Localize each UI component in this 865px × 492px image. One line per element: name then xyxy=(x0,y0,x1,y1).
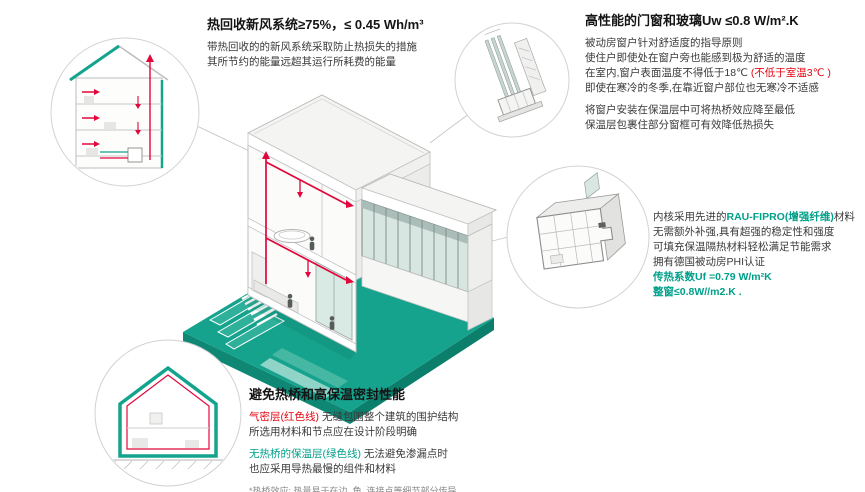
profile-line-4: 拥有德国被动房PHI认证 xyxy=(653,256,766,268)
ventilation-ducts xyxy=(262,151,354,284)
profile-line-2: 无需额外补强,具有超强的稳定性和强度 xyxy=(653,226,835,238)
profile-detail-circle xyxy=(506,165,650,309)
front-terraces xyxy=(260,348,348,398)
heat-exchanger-unit xyxy=(127,147,143,163)
profile-line-1a: 内核采用先进的 xyxy=(653,211,727,223)
profile-detail-drawing xyxy=(535,172,626,270)
hrv-detail-drawing xyxy=(69,44,169,169)
ground-slab xyxy=(247,286,357,353)
hrv-detail-circle xyxy=(50,37,200,187)
profile-line-1b-green: RAU-FIPRO(增强纤维) xyxy=(726,211,834,223)
glazing-detail-drawing xyxy=(484,28,547,123)
house-shadow xyxy=(242,295,356,360)
profile-line-3: 可填充保温隔热材料轻松满足节能需求 xyxy=(653,241,832,253)
thermal-line-1: 气密层(红色线) 无缝包围整个建筑的围护结构 xyxy=(249,410,458,425)
thermal-title: 避免热桥和高保温密封性能 xyxy=(249,387,406,402)
glazing-detail-circle-bg xyxy=(455,23,569,137)
profile-callout-text: 内核采用先进的RAU-FIPRO(增强纤维)材料 无需额外补强,具有超强的稳定性… xyxy=(653,210,855,300)
bathtub xyxy=(273,229,311,243)
hrv-airflow-arrows xyxy=(82,54,154,160)
occupant-figures xyxy=(287,236,335,330)
windows-body-line-4: 即使在寒冷的冬季,在靠近窗户部位也无寒冷不适感 xyxy=(585,82,819,94)
section-face xyxy=(247,144,357,353)
windows-callout-text: 高性能的门窗和玻璃Uw ≤0.8 W/m².K 被动房窗户针对舒适度的指导原则 … xyxy=(585,10,831,133)
thermal-callout-text: 避免热桥和高保温密封性能 气密层(红色线) 无缝包围整个建筑的围护结构 所选用材… xyxy=(249,384,458,492)
hrv-callout-text: 热回收新风系统≥75%，≤ 0.45 Wh/m³ 带热回收的的新风系统采取防止热… xyxy=(207,14,424,70)
thermal-line-1-red: 气密层(红色线) xyxy=(249,411,319,423)
hrv-title: 热回收新风系统≥75%，≤ 0.45 Wh/m³ xyxy=(207,17,424,32)
profile-line-1: 内核采用先进的RAU-FIPRO(增强纤维)材料 xyxy=(653,210,855,225)
thermal-line-4: 也应采用导热最慢的组件和材料 xyxy=(249,463,396,475)
profile-uf-value: 传热系数Uf =0.79 W/m²K xyxy=(653,271,772,283)
windows-body-line-5: 将窗户安装在保温层中可将热桥效应降至最低 xyxy=(585,104,795,116)
thermal-line-3-green: 无热桥的保温层(绿色线) xyxy=(249,448,361,460)
hrv-body-line-2: 其所节约的能量远超其运行所耗费的能量 xyxy=(207,56,396,68)
windows-body-line-1: 被动房窗户针对舒适度的指导原则 xyxy=(585,37,743,49)
thermal-detail-drawing xyxy=(104,365,232,470)
glass-facade xyxy=(361,199,469,293)
kitchen-counter xyxy=(253,279,299,314)
windows-body-line-3-black: 在室内,窗户表面温度不得低于18℃ xyxy=(585,67,751,79)
thermal-line-3-black: 无法避免渗漏点时 xyxy=(361,448,448,460)
house-cutaway xyxy=(242,94,498,360)
windows-body-line-6: 保温层包裹住部分窗框可有效降低热损失 xyxy=(585,119,774,131)
windows-body-line-3-red: (不低于室温3℃ ) xyxy=(750,67,831,79)
windows-body-line-3: 在室内,窗户表面温度不得低于18℃ (不低于室温3℃ ) xyxy=(585,66,831,81)
windows-title: 高性能的门窗和玻璃Uw ≤0.8 W/m².K xyxy=(585,13,799,28)
insulation-layer-line xyxy=(118,365,218,458)
thermal-footnote: *热桥效应: 热量易于在边, 角, 连接点等细节部分传导 xyxy=(249,486,457,492)
glazing-detail-circle xyxy=(454,22,570,138)
windows-body-line-2: 使住户即使处在窗户旁也能感到极为舒适的温度 xyxy=(585,52,806,64)
thermal-line-3: 无热桥的保温层(绿色线) 无法避免渗漏点时 xyxy=(249,447,458,462)
glass-wing xyxy=(360,173,498,331)
hrv-body-line-1: 带热回收的的新风系统采取防止热损失的措施 xyxy=(207,41,417,53)
thermal-line-1-black: 无缝包围整个建筑的围护结构 xyxy=(319,411,459,423)
thermal-line-2: 所选用材料和节点应在设计阶段明确 xyxy=(249,426,417,438)
profile-line-1c: 材料 xyxy=(833,211,855,223)
thermal-detail-circle xyxy=(94,339,242,487)
terrace-doors xyxy=(315,261,353,341)
profile-uw-value: 整窗≤0.8W//m2.K . xyxy=(653,286,742,298)
